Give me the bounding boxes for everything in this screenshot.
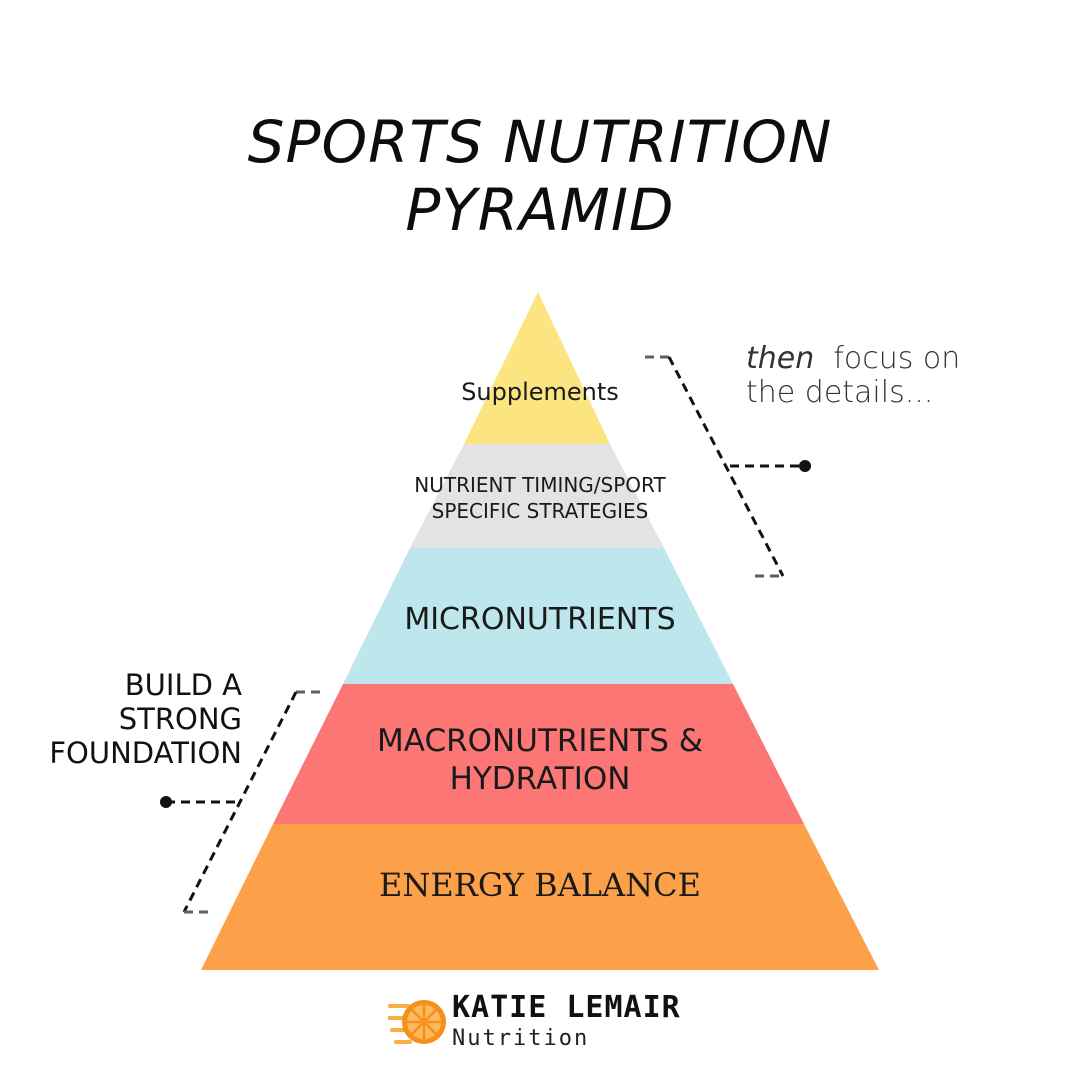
label-line: ENERGY BALANCE bbox=[379, 866, 701, 904]
brand-name: KATIE LEMAIR bbox=[452, 990, 681, 1025]
level-nutrient-timing bbox=[410, 444, 664, 548]
annotation-foundation: BUILD A STRONG FOUNDATION bbox=[20, 668, 242, 770]
right-connector-dot bbox=[799, 460, 811, 472]
label-line: HYDRATION bbox=[449, 761, 631, 797]
annotation-rest: focus on bbox=[833, 341, 961, 376]
title-line-1: SPORTS NUTRITION bbox=[247, 108, 833, 176]
level-energy-balance bbox=[201, 824, 879, 970]
label-line: MACRONUTRIENTS & bbox=[377, 723, 703, 759]
annotation-line-1: then focus on bbox=[746, 342, 1026, 376]
annotation-details: then focus on the details... bbox=[746, 342, 1026, 410]
orange-slice-logo-icon bbox=[388, 1000, 446, 1044]
level-macronutrients bbox=[273, 684, 804, 824]
label-line: NUTRIENT TIMING/SPORT bbox=[414, 473, 666, 497]
level-micronutrients bbox=[343, 548, 733, 684]
annotation-line-1: BUILD A bbox=[124, 668, 242, 702]
left-connector-dot bbox=[160, 796, 172, 808]
label-nutrient-timing: NUTRIENT TIMING/SPORT SPECIFIC STRATEGIE… bbox=[340, 472, 740, 524]
label-line: MICRONUTRIENTS bbox=[404, 602, 676, 637]
label-supplements: Supplements bbox=[390, 378, 690, 406]
right-bracket bbox=[645, 355, 811, 578]
label-energy-balance: ENERGY BALANCE bbox=[270, 866, 810, 904]
annotation-line-3: FOUNDATION bbox=[49, 736, 242, 770]
label-micronutrients: MICRONUTRIENTS bbox=[300, 602, 780, 637]
page-title: SPORTS NUTRITION PYRAMID bbox=[0, 108, 1080, 244]
left-bracket bbox=[160, 690, 324, 914]
annotation-emphasis: then bbox=[746, 341, 815, 376]
brand-subtitle: Nutrition bbox=[452, 1026, 590, 1051]
title-line-2: PYRAMID bbox=[405, 176, 675, 244]
annotation-line-2: the details... bbox=[746, 375, 934, 410]
label-macronutrients: MACRONUTRIENTS & HYDRATION bbox=[280, 722, 800, 798]
label-line: Supplements bbox=[461, 378, 619, 406]
annotation-line-2: STRONG bbox=[118, 702, 242, 736]
label-line: SPECIFIC STRATEGIES bbox=[431, 499, 649, 523]
level-supplements bbox=[464, 292, 610, 444]
